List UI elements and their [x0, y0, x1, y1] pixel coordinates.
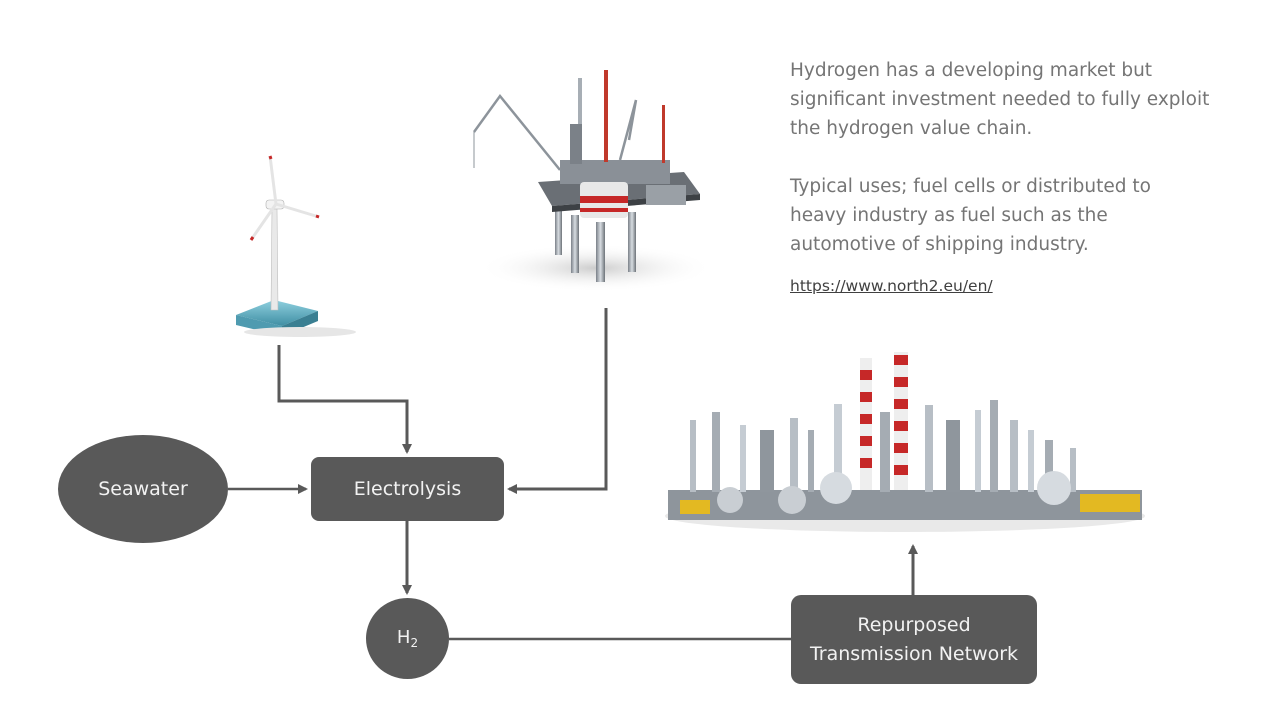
repurposed-label: Repurposed Transmission Network	[810, 611, 1018, 669]
info-paragraph-uses: Typical uses; fuel cells or distributed …	[790, 176, 1151, 255]
h2-label: H2	[397, 623, 418, 654]
refinery-image	[665, 352, 1145, 532]
electrolysis-label: Electrolysis	[353, 477, 462, 500]
north2-link[interactable]: https://www.north2.eu/en/	[790, 277, 993, 295]
h2-node: H2	[366, 598, 449, 679]
info-paragraph-market: Hydrogen has a developing market but sig…	[790, 60, 1210, 139]
seawater-label: Seawater	[98, 477, 188, 500]
repurposed-label-line2: Transmission Network	[809, 642, 1019, 665]
repurposed-label-line1: Repurposed	[857, 613, 971, 636]
wind-turbine-image	[236, 155, 356, 337]
connectors	[228, 308, 918, 641]
electrolysis-node: Electrolysis	[311, 457, 504, 521]
h2-letter: H	[396, 627, 411, 648]
info-text-block: Hydrogen has a developing market but sig…	[790, 56, 1210, 301]
repurposed-transmission-node: Repurposed Transmission Network	[791, 595, 1037, 684]
paragraph-spacer	[790, 143, 1210, 172]
oil-platform-image	[472, 70, 714, 292]
h2-subscript: 2	[410, 636, 419, 650]
seawater-node: Seawater	[58, 435, 228, 543]
